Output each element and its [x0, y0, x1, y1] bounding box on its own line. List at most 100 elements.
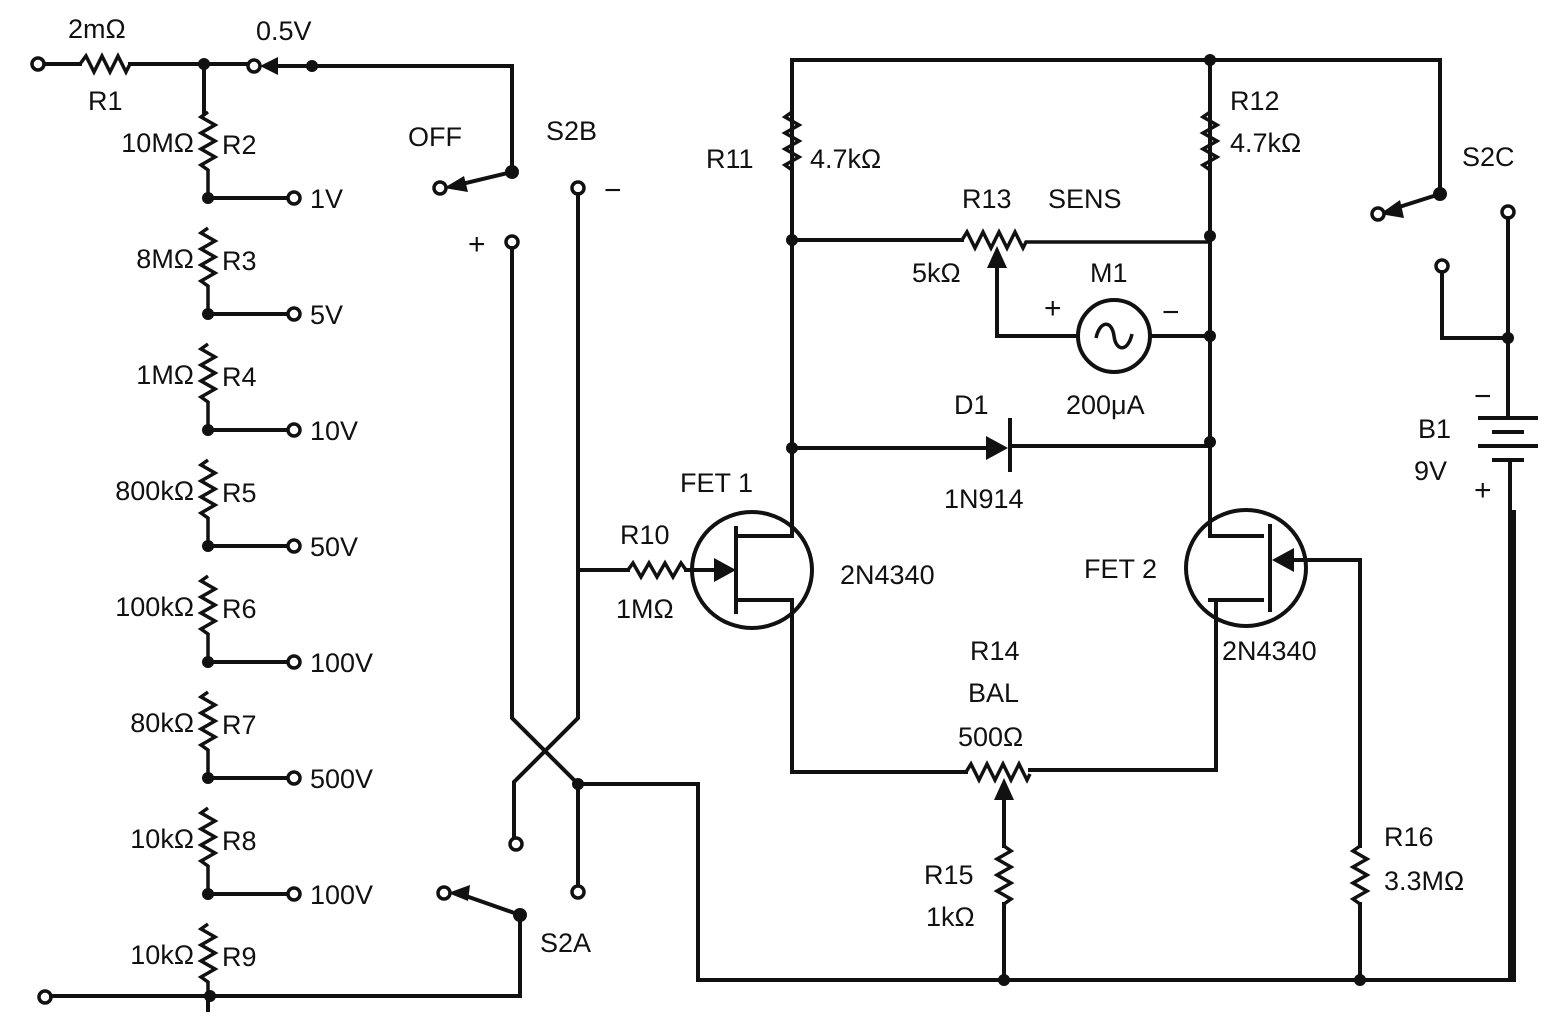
r1-value: 2mΩ	[68, 14, 126, 44]
resistor-r15: R15 1kΩ	[924, 844, 1015, 986]
resistor-ref: R5	[222, 478, 257, 508]
s2c-off-contact[interactable]	[1370, 206, 1386, 222]
junction-dot	[202, 192, 214, 204]
resistor-value: 10kΩ	[130, 824, 194, 854]
resistor-value: 8MΩ	[136, 244, 194, 274]
junction-dot	[998, 974, 1010, 986]
junction-dot	[202, 308, 214, 320]
resistor-ref: R7	[222, 710, 257, 740]
r13-value: 5kΩ	[912, 258, 961, 288]
switch-s2c[interactable]: S2C	[1370, 142, 1516, 420]
diode-arrow-icon	[986, 436, 1008, 460]
resistor-r11: R11 4.7kΩ	[706, 110, 881, 174]
wiper-arrow-icon	[987, 246, 1007, 268]
meter-minus: −	[1162, 296, 1180, 329]
resistor-value: 10MΩ	[121, 128, 194, 158]
resistor-ref: R8	[222, 826, 257, 856]
resistor-value: 80kΩ	[130, 708, 194, 738]
s2a-contact[interactable]	[436, 885, 452, 901]
range-terminal[interactable]	[286, 654, 302, 670]
r10-value: 1MΩ	[616, 594, 674, 624]
junction-dot	[204, 990, 216, 1002]
resistor-ref: R6	[222, 594, 257, 624]
junction-dot	[202, 424, 214, 436]
r12-value: 4.7kΩ	[1230, 128, 1301, 158]
junction-dot	[202, 540, 214, 552]
range-label: 5V	[310, 300, 343, 330]
input-resistor-r10: R10 1MΩ	[616, 520, 714, 624]
resistor-r4	[197, 342, 219, 430]
switch-arrow-icon	[448, 885, 470, 901]
fet2-part: 2N4340	[1222, 636, 1317, 666]
range-terminal[interactable]	[286, 306, 302, 322]
wiper-arrow-icon	[994, 778, 1014, 800]
junction-dot	[202, 656, 214, 668]
r14-value: 500Ω	[958, 722, 1023, 752]
range-label: 500V	[310, 764, 373, 794]
resistor-r3	[197, 226, 219, 314]
terminal-0-5v[interactable]	[246, 58, 262, 74]
battery-ref: B1	[1418, 414, 1451, 444]
junction-dot	[202, 772, 214, 784]
r11-ref: R11	[706, 144, 754, 174]
s2b-off-contact[interactable]	[432, 180, 448, 196]
potentiometer-r13-sens[interactable]: R13 SENS 5kΩ	[786, 184, 1216, 338]
r11-value: 4.7kΩ	[810, 144, 881, 174]
junction-dot	[1204, 436, 1216, 448]
switch-s2a[interactable]: S2A	[436, 885, 591, 958]
junction-dot	[786, 442, 798, 454]
resistor-r6	[197, 574, 219, 662]
input-terminal-hi[interactable]	[30, 56, 46, 72]
r10-ref: R10	[620, 520, 670, 550]
diode-d1: D1 1N914	[786, 390, 1216, 514]
range-terminal[interactable]	[286, 886, 302, 902]
resistor-ref: R9	[222, 942, 257, 972]
r14-ref: R14	[970, 636, 1020, 666]
fet2: FET 2 2N4340	[1084, 508, 1362, 848]
battery-minus: −	[1474, 380, 1492, 413]
range-terminal[interactable]	[286, 190, 302, 206]
range-label: 100V	[310, 880, 373, 910]
resistor-value: 100kΩ	[115, 592, 194, 622]
range-label: 10V	[310, 416, 358, 446]
r15-value: 1kΩ	[926, 902, 975, 932]
switch-s2b[interactable]: OFF S2B − +	[408, 116, 1516, 982]
battery-value: 9V	[1414, 456, 1447, 486]
fet1: FET 1 2N4340	[680, 62, 935, 774]
r14-name: BAL	[968, 678, 1019, 708]
range-terminal[interactable]	[286, 422, 302, 438]
resistor-value: 800kΩ	[115, 476, 194, 506]
meter-ref: M1	[1090, 258, 1128, 288]
r16-ref: R16	[1384, 822, 1434, 852]
potentiometer-r14-bal[interactable]: R14 BAL 500Ω	[790, 636, 1032, 848]
gate-arrow-icon	[1272, 548, 1294, 572]
junction-dot	[1354, 974, 1366, 986]
r13-name: SENS	[1048, 184, 1122, 214]
switch-arrow-icon	[1380, 200, 1404, 218]
resistor-r7	[197, 690, 219, 778]
resistor-r16: R16 3.3MΩ	[1349, 822, 1464, 986]
s2b-off-label: OFF	[408, 122, 462, 152]
resistor-ref: R2	[222, 130, 257, 160]
fet1-part: 2N4340	[840, 560, 935, 590]
range-0-5v-label: 0.5V	[256, 16, 312, 46]
r16-value: 3.3MΩ	[1384, 866, 1464, 896]
s2b-plus-label: +	[468, 228, 486, 261]
resistor-r5	[197, 458, 219, 546]
resistor-r12: R12 4.7kΩ	[1199, 86, 1301, 172]
r1-ref: R1	[88, 86, 123, 116]
resistor-value: 10kΩ	[130, 940, 194, 970]
s2b-minus-label: −	[604, 174, 622, 207]
resistor-r9	[197, 922, 219, 1010]
resistor-ref: R3	[222, 246, 257, 276]
s2b-ref: S2B	[546, 116, 597, 146]
junction-dot	[786, 234, 798, 246]
range-terminal[interactable]	[286, 770, 302, 786]
junction-dot	[1204, 330, 1216, 342]
range-terminal[interactable]	[286, 538, 302, 554]
resistor-r2	[197, 110, 219, 198]
battery-b1: − + B1 9V	[1414, 380, 1538, 982]
range-label: 50V	[310, 532, 358, 562]
d1-ref: D1	[954, 390, 989, 420]
resistor-ref: R4	[222, 362, 257, 392]
